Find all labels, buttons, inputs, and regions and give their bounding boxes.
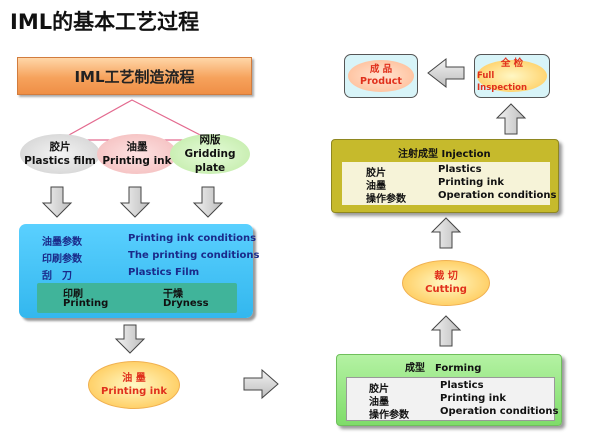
arrow-up-2: [430, 217, 462, 249]
arrow-down-2: [119, 186, 151, 218]
product-box: 成 品 Product: [344, 54, 418, 98]
arrow-down-1: [41, 186, 73, 218]
full-inspection-node: 全 检 Full Inspection: [477, 58, 547, 93]
detail-cn: 油墨: [366, 181, 386, 192]
detail-cn: 操作参数: [369, 410, 409, 421]
node-en: Product: [360, 76, 402, 87]
printing-dryness-bar: 印刷 Printing 干燥 Dryness: [37, 283, 237, 313]
material-gridding-plate: 网版 Gridding plate: [170, 134, 250, 174]
condition-en: Plastics Film: [128, 267, 200, 278]
detail-en: Operation conditions: [438, 190, 557, 201]
arrow-up-1: [430, 315, 462, 347]
node-cn: 成 品: [369, 64, 393, 75]
injection-title: 注射成型 Injection: [398, 149, 491, 160]
forming-panel: 成型 Forming 胶片 Plastics 油墨 Printing ink 操…: [336, 354, 562, 426]
condition-cn: 刮 刀: [42, 271, 72, 282]
condition-cn: 油墨参数: [42, 237, 82, 248]
forming-title: 成型 Forming: [405, 363, 482, 374]
detail-cn: 胶片: [366, 168, 386, 179]
dryness-cn: 干燥: [163, 289, 183, 300]
cutting-node: 裁 切 Cutting: [402, 260, 490, 306]
arrow-left: [427, 57, 465, 89]
node-cn: 油 墨: [122, 373, 146, 384]
condition-en: Printing ink conditions: [128, 233, 257, 244]
diagram-title: IML的基本工艺过程: [10, 10, 200, 34]
printing-ink-node: 油 墨 Printing ink: [88, 361, 180, 409]
material-en: Printing ink: [102, 155, 172, 167]
full-inspection-box: 全 检 Full Inspection: [474, 54, 550, 98]
node-cn: 裁 切: [434, 271, 458, 282]
node-en: Cutting: [425, 284, 467, 295]
node-en: Full Inspection: [477, 71, 528, 93]
detail-cn: 油墨: [369, 397, 389, 408]
detail-en: Plastics: [440, 380, 484, 391]
printing-cn: 印刷: [63, 289, 83, 300]
forming-details: 胶片 Plastics 油墨 Printing ink 操作参数 Operati…: [346, 377, 559, 421]
node-cn: 全 检: [500, 58, 524, 69]
arrow-down-3: [192, 186, 224, 218]
injection-panel: 注射成型 Injection 胶片 Plastics 油墨 Printing i…: [331, 139, 559, 213]
arrow-down-4: [114, 324, 146, 354]
material-en: Gridding plate: [184, 148, 236, 174]
detail-cn: 操作参数: [366, 194, 406, 205]
condition-cn: 印刷参数: [42, 254, 82, 265]
injection-details: 胶片 Plastics 油墨 Printing ink 操作参数 Operati…: [342, 162, 556, 205]
detail-en: Printing ink: [438, 177, 504, 188]
detail-cn: 胶片: [369, 384, 389, 395]
material-cn: 胶片: [49, 141, 71, 153]
detail-en: Plastics: [438, 164, 482, 175]
process-banner: IML工艺制造流程: [17, 57, 252, 95]
printing-en: Printing: [63, 298, 109, 309]
material-en: Plastics film: [24, 155, 96, 167]
product-node: 成 品 Product: [348, 60, 414, 92]
material-cn: 网版: [199, 134, 221, 146]
material-printing-ink: 油墨 Printing ink: [97, 134, 177, 174]
condition-en: The printing conditions: [128, 250, 260, 261]
material-cn: 油墨: [126, 141, 148, 153]
detail-en: Operation conditions: [440, 406, 559, 417]
arrow-up-3: [495, 103, 527, 135]
arrow-right: [243, 368, 279, 400]
node-en: Printing ink: [101, 386, 167, 397]
material-plastics-film: 胶片 Plastics film: [20, 134, 100, 174]
detail-en: Printing ink: [440, 393, 506, 404]
dryness-en: Dryness: [163, 298, 209, 309]
